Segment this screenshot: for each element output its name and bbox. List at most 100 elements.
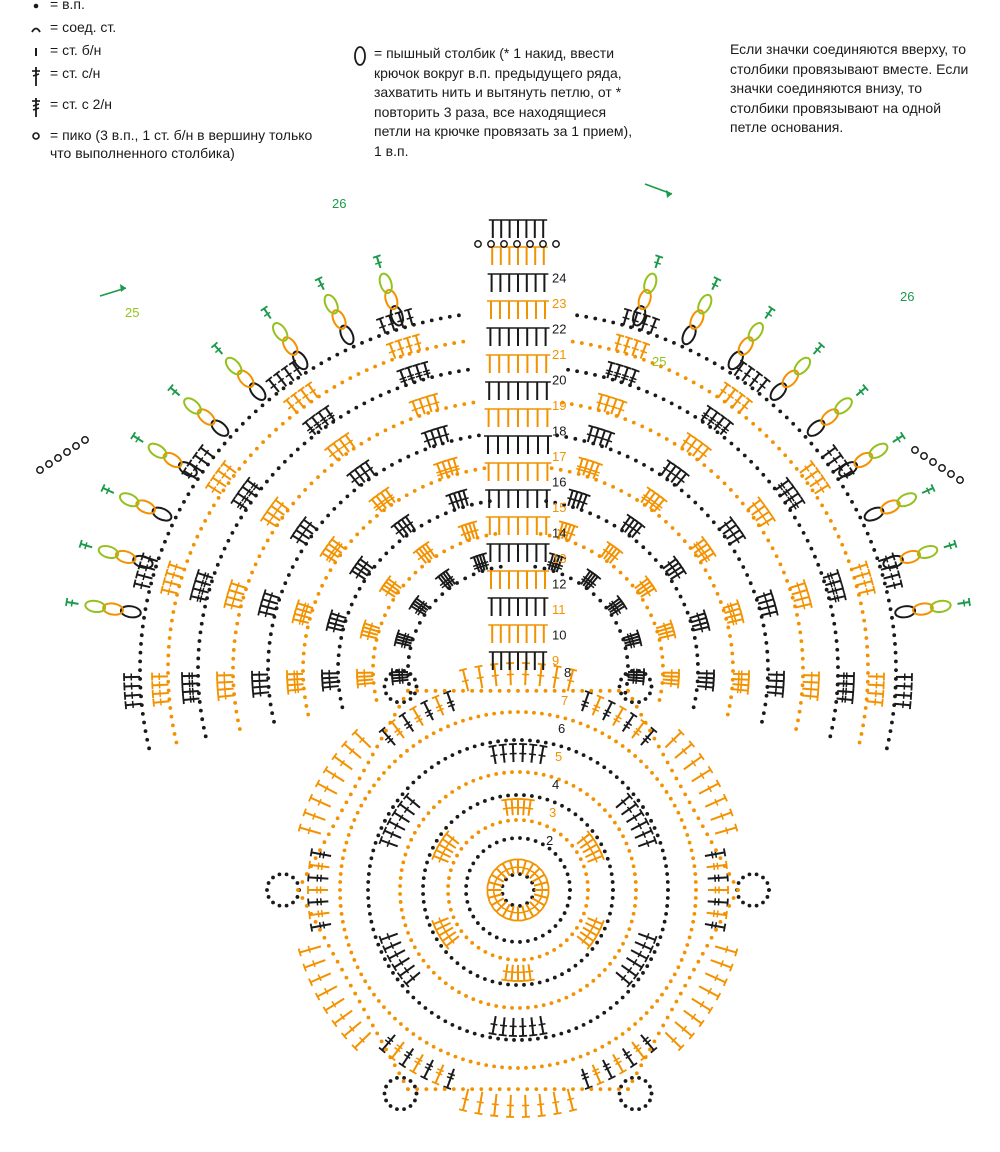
chain-dot	[623, 697, 628, 701]
stitch-mark	[711, 282, 719, 288]
chain-dot	[687, 452, 692, 456]
crochet-chart: 2345678910111213141516171819202122232425…	[36, 183, 971, 1118]
chain-dot	[271, 900, 275, 905]
puff-stitch-mark	[132, 554, 154, 569]
chain-dot	[301, 669, 305, 673]
chain-dot	[480, 1033, 485, 1038]
chain-dot	[693, 880, 698, 884]
chain-dot	[169, 714, 174, 719]
stitch-mark	[653, 836, 658, 845]
chain-dot	[893, 677, 898, 681]
chain-dot	[626, 688, 630, 693]
chain-dot	[564, 780, 569, 785]
stitch-mark	[714, 945, 737, 954]
chain-dot	[272, 719, 276, 724]
chain-dot	[524, 1065, 528, 1070]
stitch-mark	[537, 1103, 545, 1106]
chain-dot	[674, 999, 679, 1004]
chain-dot	[465, 899, 470, 904]
stitch-mark	[322, 765, 329, 774]
chain-dot	[478, 1000, 483, 1004]
chain-dot	[506, 793, 510, 798]
chain-dot	[494, 772, 499, 776]
stitch-mark	[605, 438, 613, 443]
stitch-mark	[270, 513, 276, 520]
chain-dot	[261, 440, 266, 445]
chain-dot	[621, 834, 625, 839]
stitch-mark	[398, 958, 404, 966]
chain-dot	[309, 435, 314, 440]
chain-dot	[608, 814, 612, 819]
chain-dot	[722, 864, 727, 868]
stitch-mark	[698, 782, 719, 795]
stitch-mark	[521, 858, 530, 863]
chain-dot	[593, 373, 597, 377]
stitch-mark	[588, 582, 595, 589]
chain-dot	[480, 742, 485, 747]
chain-dot	[682, 602, 687, 607]
stitch-mark	[710, 851, 714, 859]
chain-dot	[151, 573, 156, 577]
stitch-mark	[183, 697, 200, 702]
stitch-mark	[494, 897, 500, 905]
chain-dot	[643, 1055, 648, 1060]
stitch-mark	[317, 910, 320, 918]
chain-dot	[777, 446, 782, 451]
stitch-mark	[217, 687, 234, 691]
chain-dot	[641, 357, 646, 362]
chain-dot	[168, 627, 173, 632]
chain-dot	[869, 539, 873, 544]
chain-dot	[336, 662, 341, 666]
chain-dot	[726, 625, 731, 630]
chain-dot	[159, 548, 164, 552]
stitch-mark	[539, 892, 544, 900]
stitch-mark	[488, 901, 495, 910]
chain-dot	[637, 700, 641, 704]
chain-dot	[602, 481, 607, 485]
chain-dot	[415, 1087, 420, 1092]
stitch-mark	[633, 730, 640, 736]
stitch-mark	[722, 978, 728, 987]
legend-text: = ст. б/н	[50, 42, 102, 58]
stitch-mark	[397, 347, 405, 351]
stitch-mark	[651, 316, 661, 321]
stitch-mark	[836, 569, 841, 578]
chain-dot	[722, 912, 727, 916]
stitch-mark	[201, 587, 205, 595]
chain-dot	[199, 621, 204, 626]
chain-dot	[386, 964, 391, 969]
stitch-mark	[725, 911, 728, 920]
chain-dot	[799, 639, 804, 644]
chain-dot	[303, 488, 308, 492]
chain-dot	[809, 441, 814, 446]
chain-dot	[886, 737, 891, 742]
stitch-mark	[302, 393, 309, 400]
chain-dot	[401, 583, 406, 588]
chain-dot	[305, 625, 310, 630]
chain-dot	[514, 793, 518, 797]
stitch-mark	[529, 743, 538, 747]
stitch-mark	[787, 496, 793, 504]
chain-dot	[382, 770, 386, 775]
stitch-mark	[411, 407, 419, 412]
chain-dot	[344, 452, 349, 456]
stitch-mark	[698, 985, 719, 998]
chain-dot	[737, 557, 742, 562]
chain-dot	[391, 597, 396, 602]
chain-dot	[366, 904, 371, 908]
chain-dot	[348, 792, 353, 797]
stitch-mark	[698, 440, 707, 447]
chain-dot	[191, 542, 196, 547]
chain-dot	[372, 992, 376, 997]
chain-dot	[467, 868, 472, 873]
chain-dot	[355, 965, 360, 970]
chain-dot	[745, 573, 750, 577]
chain-dot	[265, 538, 270, 543]
chain-dot	[384, 677, 388, 682]
chain-dot	[277, 903, 282, 908]
chain-dot	[631, 864, 636, 869]
stitch-mark	[299, 945, 322, 954]
chain-dot	[529, 982, 534, 986]
chain-dot	[564, 995, 569, 1000]
chain-dot	[373, 364, 378, 369]
